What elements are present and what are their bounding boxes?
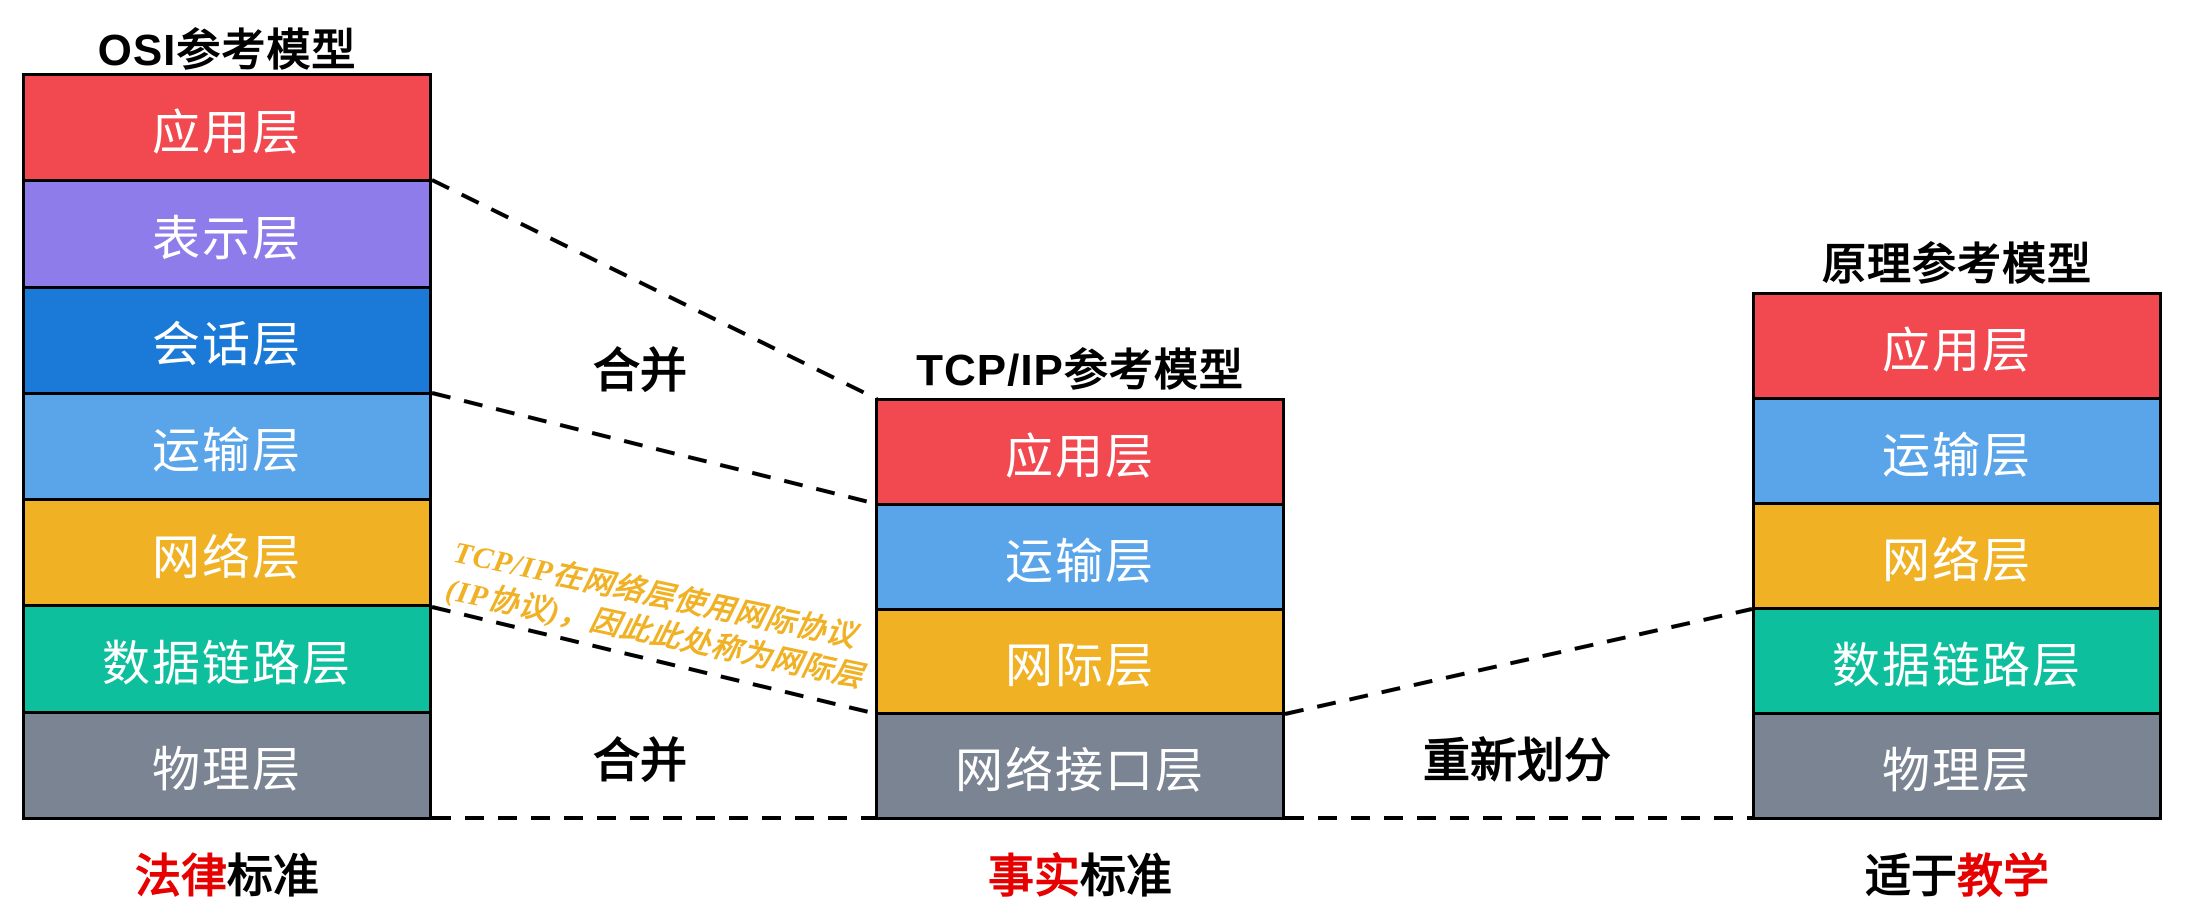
tcpip-model-title: TCP/IP参考模型	[916, 346, 1244, 395]
tcpip-caption: 事实标准	[875, 840, 1285, 906]
tcpip-layer-application: 应用层	[878, 401, 1282, 506]
redivide-label: 重新划分	[1423, 736, 1611, 788]
osi-layer-session: 会话层	[25, 288, 429, 395]
tcpip-caption-part-2: 标准	[1080, 851, 1172, 902]
tcpip-model-stack: 应用层 运输层 网际层 网络接口层	[875, 398, 1285, 820]
principle-caption: 适于教学	[1752, 840, 2162, 906]
dashed-line-redivide-top	[1284, 607, 1753, 716]
osi-layer-transport: 运输层	[25, 394, 429, 502]
dashed-line-merge-upper-bottom	[431, 391, 878, 506]
principle-caption-part-2: 教学	[1957, 851, 2049, 902]
osi-layer-presentation: 表示层	[25, 182, 429, 289]
osi-caption-part-2: 标准	[227, 851, 319, 902]
osi-caption: 法律标准	[22, 840, 432, 906]
tcpip-layer-transport: 运输层	[878, 505, 1282, 611]
osi-model-stack: 应用层 表示层 会话层 运输层 网络层 数据链路层 物理层	[22, 73, 432, 820]
osi-layer-network: 网络层	[25, 501, 429, 608]
principle-layer-network: 网络层	[1755, 505, 2159, 610]
principle-layer-application: 应用层	[1755, 295, 2159, 400]
osi-layer-datalink: 数据链路层	[25, 607, 429, 714]
tcpip-layer-internet: 网际层	[878, 610, 1282, 716]
principle-layer-datalink: 数据链路层	[1755, 610, 2159, 715]
osi-layer-physical: 物理层	[25, 713, 429, 817]
principle-layer-transport: 运输层	[1755, 400, 2159, 505]
osi-model-title: OSI参考模型	[97, 26, 357, 75]
merge-label-bottom: 合并	[593, 736, 687, 788]
osi-caption-part-1: 法律	[135, 851, 227, 902]
principle-model-title: 原理参考模型	[1822, 240, 2092, 289]
principle-caption-part-1: 适于	[1865, 851, 1957, 902]
ip-protocol-note: TCP/IP在网络层使用网际协议 (IP协议)，因此此处称为网际层	[442, 534, 927, 708]
principle-model-stack: 应用层 运输层 网络层 数据链路层 物理层	[1752, 292, 2162, 820]
principle-layer-physical: 物理层	[1755, 715, 2159, 817]
tcpip-layer-network-interface: 网络接口层	[878, 715, 1282, 817]
merge-label-top: 合并	[593, 346, 687, 398]
tcpip-caption-part-1: 事实	[988, 851, 1080, 902]
osi-layer-application: 应用层	[25, 76, 429, 183]
